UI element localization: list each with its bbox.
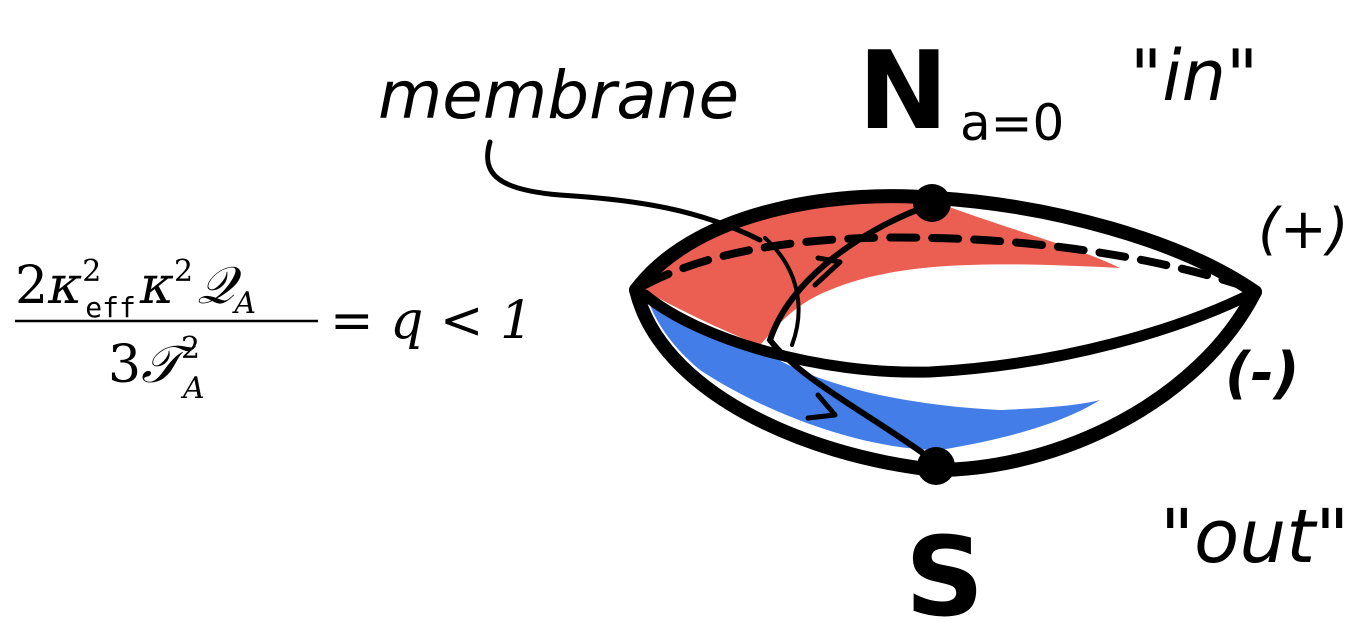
out-label: "out" <box>1160 494 1349 580</box>
lower-blue-region <box>648 300 1100 450</box>
south-pole-dot <box>917 447 955 485</box>
membrane-pointer <box>485 139 763 243</box>
kappa-symbol: κ <box>47 256 82 316</box>
equator-front <box>639 286 1261 378</box>
kappa-symbol-2: κ <box>139 256 174 316</box>
numerator-coefficient: 2 <box>15 256 48 316</box>
equation-rhs: = q < 1 <box>330 291 533 351</box>
membrane-sheet-edge <box>763 236 801 347</box>
eff-subscript: eff <box>85 291 136 324</box>
membrane-label: membrane <box>378 57 739 134</box>
kappa-exponent: 2 <box>82 254 101 289</box>
minus-label: (-) <box>1225 341 1299 406</box>
membrane-arrow-lower-icon <box>805 392 838 421</box>
north-pole-dot <box>913 184 951 222</box>
denominator-coefficient: 3 <box>108 335 141 395</box>
equator-back-dashed <box>641 233 1259 294</box>
south-label: S <box>905 513 984 628</box>
membrane-curve <box>766 202 938 465</box>
plus-label: (+) <box>1258 197 1349 262</box>
charge-subscript: A <box>231 286 256 321</box>
kappa-exponent-2: 2 <box>174 254 193 289</box>
north-label: N <box>858 29 948 154</box>
tension-exponent: 2 <box>181 331 200 366</box>
upper-red-region <box>640 199 1120 345</box>
tension-subscript: A <box>180 371 205 406</box>
north-subscript-label: a=0 <box>960 94 1064 152</box>
membrane-arrow-upper-icon <box>812 255 843 288</box>
in-label: "in" <box>1130 35 1258 117</box>
